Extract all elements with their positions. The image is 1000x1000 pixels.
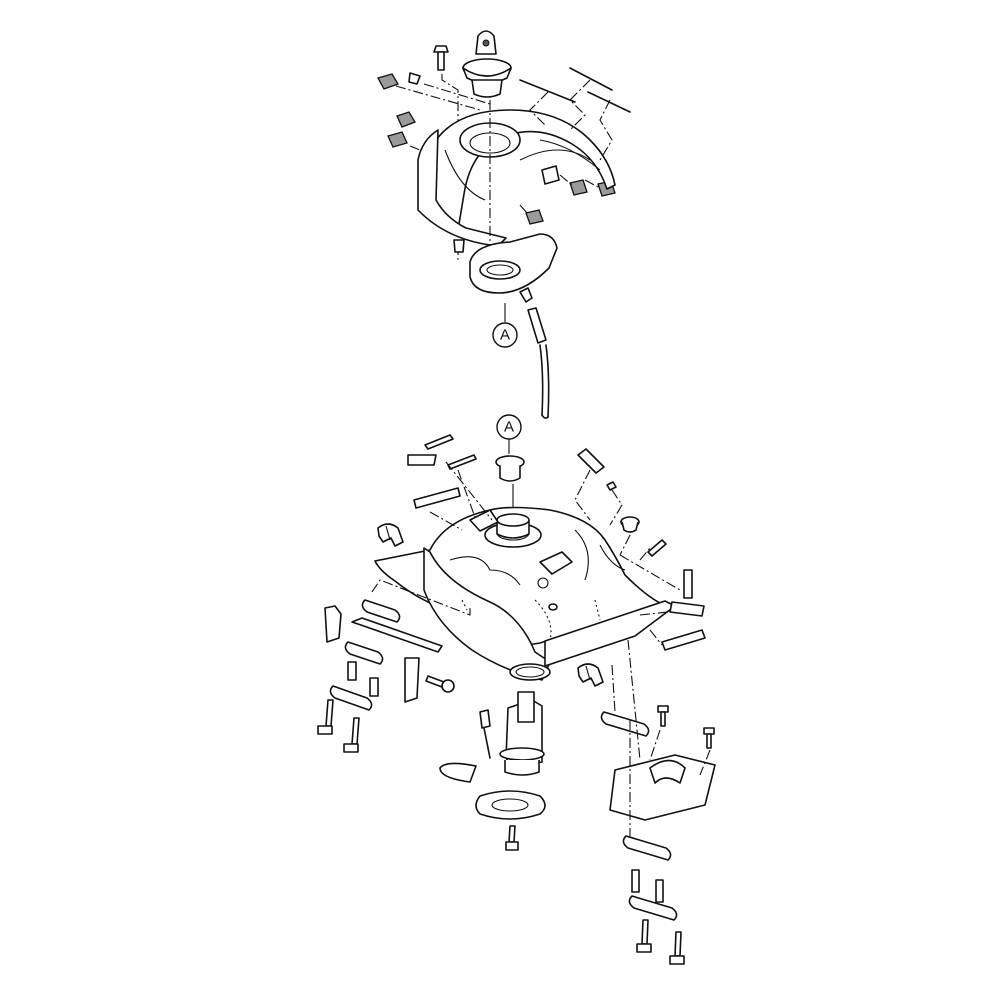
fuel-pump <box>439 691 545 783</box>
filler-drain-tray <box>469 233 558 303</box>
callout-a-lower: A <box>496 414 522 440</box>
tank-cover <box>417 109 616 247</box>
filler-grommet <box>495 455 525 482</box>
rubber-pads <box>407 434 706 651</box>
svg-text:A: A <box>500 327 510 344</box>
bushing <box>453 239 465 253</box>
pump-seal-ring <box>509 663 551 681</box>
pump-screw <box>505 825 519 851</box>
bolt-top <box>433 45 449 71</box>
rear-mount-bracket-assembly <box>600 705 716 965</box>
hose-clamp-left <box>377 523 404 547</box>
drain-hose <box>527 307 550 419</box>
fuel-cap <box>462 30 512 98</box>
front-bracket-assembly <box>317 599 455 753</box>
hose-clamp-right <box>577 663 604 687</box>
fuel-tank <box>374 506 676 681</box>
callout-a-upper: A <box>492 322 518 348</box>
vent-cap <box>620 516 640 533</box>
svg-text:A: A <box>504 419 514 436</box>
pump-retainer-ring <box>475 790 546 820</box>
